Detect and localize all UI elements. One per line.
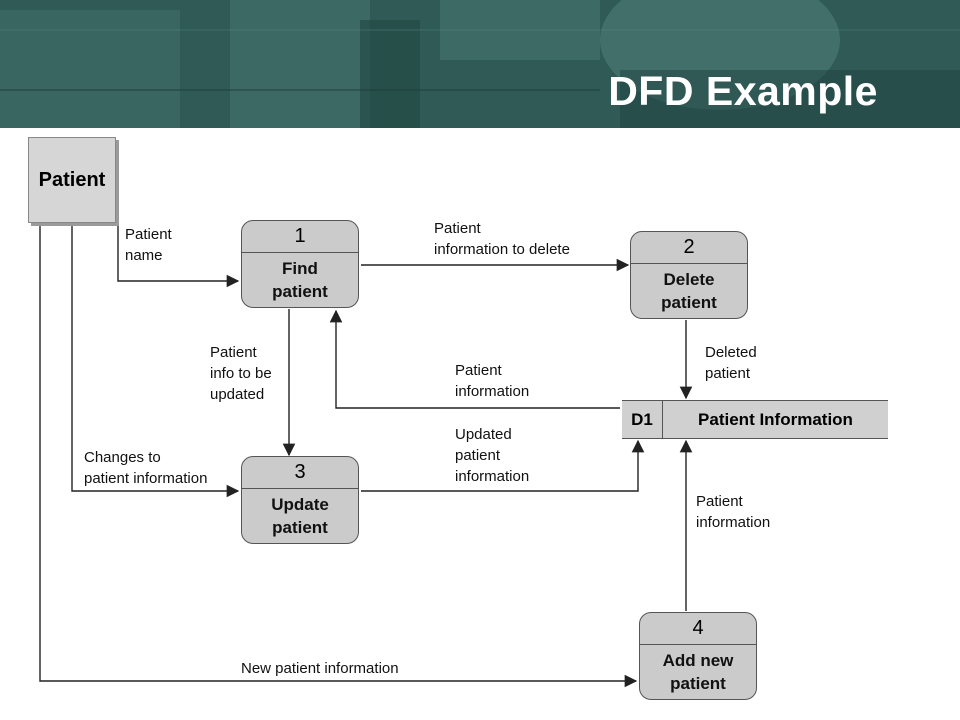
flow-label-new-patient: New patient information	[241, 660, 399, 677]
data-store-patient-information[interactable]: D1 Patient Information	[622, 400, 888, 439]
process-name: Add new patient	[662, 651, 734, 693]
process-number: 1	[242, 221, 358, 253]
process-name: Delete patient	[661, 270, 717, 312]
data-store-id: D1	[622, 401, 663, 438]
flow-label-deleted-patient: Deleted patient	[705, 344, 757, 382]
header-background-image	[0, 0, 960, 128]
flow-updated-info	[361, 439, 645, 492]
process-number: 2	[631, 232, 747, 264]
flow-patient-name	[117, 222, 240, 288]
process-update-patient[interactable]: 3 Update patient	[241, 456, 359, 544]
process-name: Find patient	[272, 259, 328, 301]
process-name: Update patient	[271, 495, 329, 537]
data-store-name: Patient Information	[698, 409, 853, 429]
external-entity-patient[interactable]: Patient	[28, 137, 116, 223]
flow-label-patient-information-add: Patient information	[696, 493, 771, 531]
flow-new-patient	[39, 222, 638, 688]
header-banner: DFD Example	[0, 0, 960, 128]
process-add-new-patient[interactable]: 4 Add new patient	[639, 612, 757, 700]
flow-label-patient-name: Patient name	[125, 226, 172, 264]
flow-label-info-to-delete: Patient information to delete	[434, 220, 570, 258]
entity-label: Patient	[38, 168, 106, 191]
flow-label-updated-info: Updated patient information	[455, 426, 530, 485]
flow-store-to-find	[329, 309, 620, 409]
flow-label-patient-information: Patient information	[455, 362, 530, 400]
process-number: 3	[242, 457, 358, 489]
process-find-patient[interactable]: 1 Find patient	[241, 220, 359, 308]
flow-label-changes: Changes to patient information	[84, 449, 208, 487]
process-delete-patient[interactable]: 2 Delete patient	[630, 231, 748, 319]
flow-changes	[71, 222, 240, 498]
slide-title: DFD Example	[608, 68, 878, 114]
process-number: 4	[640, 613, 756, 645]
flow-label-info-to-update: Patient info to be updated	[210, 344, 272, 403]
